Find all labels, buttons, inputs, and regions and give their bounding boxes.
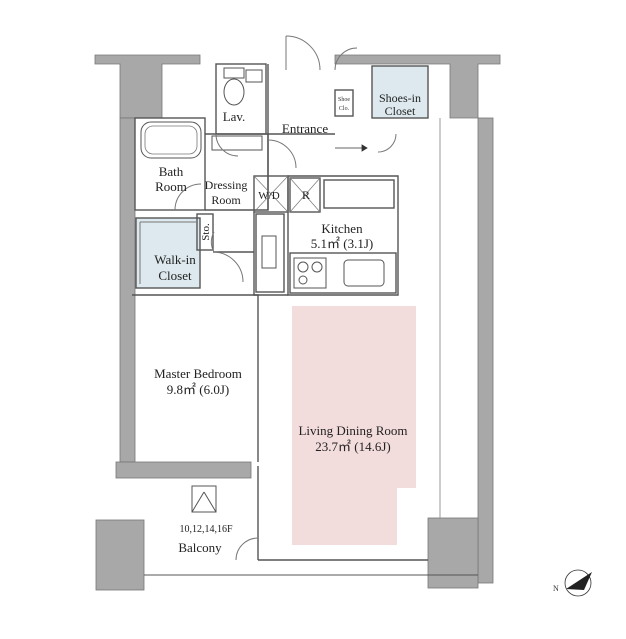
- north-arrow-icon: N: [553, 569, 592, 597]
- label-dressing-2: Room: [211, 193, 241, 207]
- structural-walls: [94, 54, 501, 591]
- label-walk-in-1: Walk-in: [154, 252, 196, 267]
- living-room-highlight: [292, 306, 416, 545]
- interior-walls: [132, 63, 478, 576]
- label-lav: Lav.: [223, 109, 246, 124]
- stove-icon: [293, 257, 327, 289]
- shoes-in-closet-area: [372, 66, 428, 118]
- balcony-hatch-icon: [191, 485, 217, 513]
- closet-shelf-icon: [139, 221, 196, 284]
- label-walk-in-2: Closet: [158, 268, 192, 283]
- label-entrance: Entrance: [282, 121, 328, 136]
- bathtub-inner: [144, 125, 198, 155]
- label-wd: W/D: [258, 190, 279, 202]
- label-balcony-floors: 10,12,14,16F: [179, 524, 233, 535]
- label-dressing-1: Dressing: [205, 178, 248, 192]
- sink-icon: [245, 69, 263, 83]
- label-shoes-in-closet-1: Shoes-in: [379, 91, 421, 105]
- washer-dryer-icon: [253, 175, 289, 213]
- label-bath-1: Bath: [159, 164, 184, 179]
- label-ldr-area: 23.7㎡ (14.6J): [315, 439, 390, 454]
- bathtub-icon: [140, 121, 202, 159]
- label-shoe-closet: Shoe: [338, 97, 350, 103]
- refrigerator-icon: [289, 177, 321, 213]
- label-shoe-closet-sub: Clo.: [339, 106, 350, 112]
- toilet-icon: [223, 67, 245, 106]
- label-kitchen-name: Kitchen: [321, 221, 363, 236]
- label-storage: Sto.: [200, 223, 212, 241]
- label-bath-2: Room: [155, 179, 187, 194]
- entrance-arrow-icon: [335, 144, 368, 152]
- label-balcony-name: Balcony: [178, 540, 222, 555]
- kitchen-sink-icon: [343, 259, 385, 287]
- label-ldr-name: Living Dining Room: [298, 423, 407, 438]
- cabinet-icon: [261, 235, 277, 269]
- label-master-area: 9.8㎡ (6.0J): [167, 382, 229, 397]
- washbasin-icon: [211, 135, 263, 151]
- door-swings: [174, 35, 397, 561]
- svg-text:N: N: [553, 584, 559, 593]
- label-kitchen-area: 5.1㎡ (3.1J): [311, 236, 373, 251]
- walk-in-closet-area: [136, 218, 200, 288]
- label-master-name: Master Bedroom: [154, 366, 242, 381]
- label-refrigerator: R: [302, 188, 310, 202]
- label-shoes-in-closet-2: Closet: [385, 104, 416, 118]
